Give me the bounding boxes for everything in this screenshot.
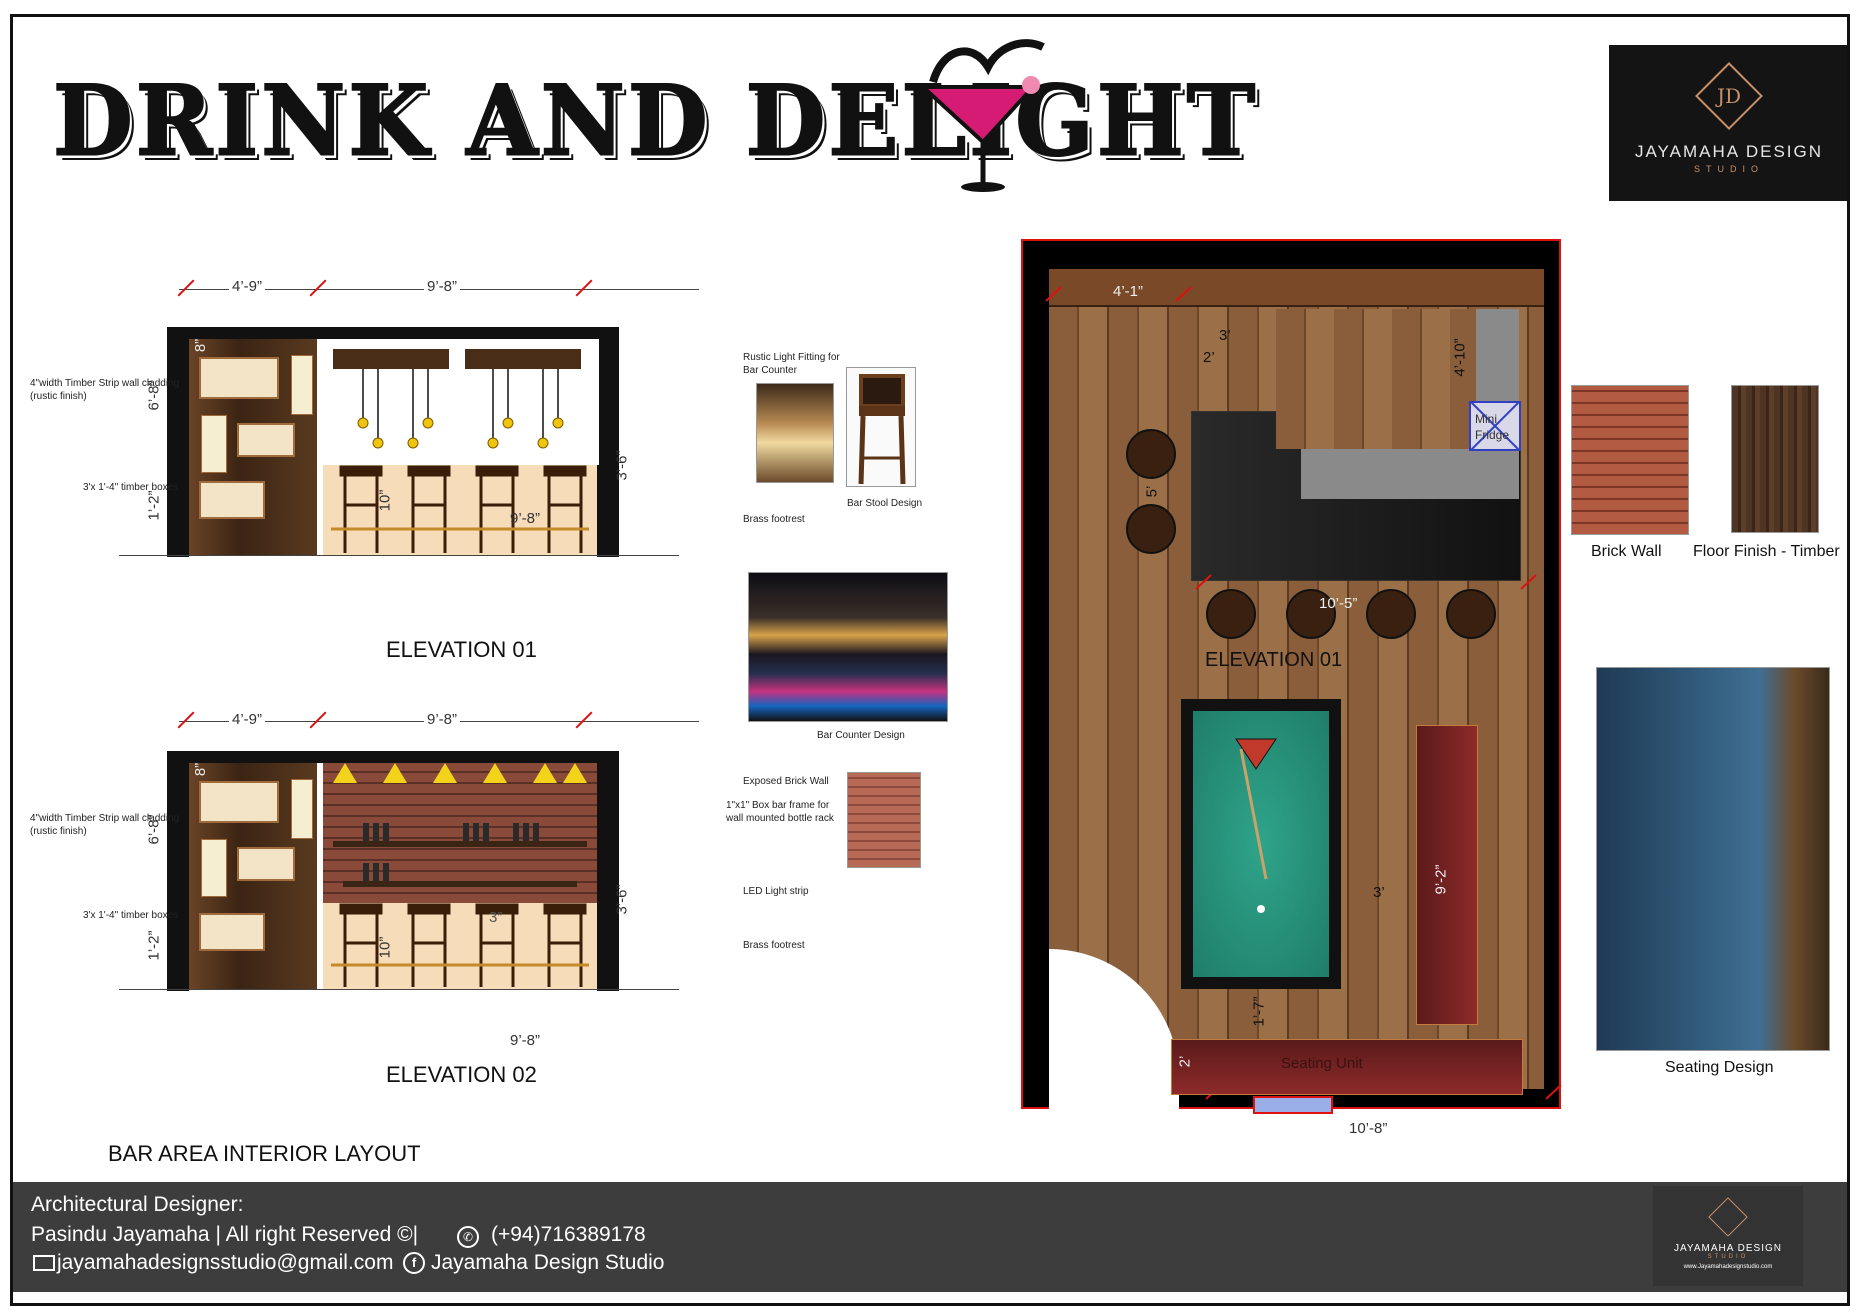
brick-wall-caption: Brick Wall [1591, 543, 1662, 560]
timber-swatch [1731, 385, 1819, 533]
footer-logo-sub: STUDIO [1707, 1253, 1749, 1260]
plan-dim-two: 2’ [1203, 349, 1215, 366]
bar-stools-icon [331, 465, 589, 553]
pool-balls-icon [1235, 738, 1277, 913]
brick-sample-photo [847, 772, 921, 868]
dim-top-left: 4’-9” [229, 711, 266, 728]
footer-logo-web: www.Jayamahadesignstudio.com [1683, 1263, 1773, 1270]
pendant-lights-icon [357, 369, 564, 449]
elev1-label-light: Rustic Light Fitting for Bar Counter [743, 352, 840, 376]
elev2-label-cladding: 4"width Timber Strip wall cladding (rust… [30, 813, 180, 837]
footer-designer-heading: Architectural Designer: [31, 1193, 244, 1216]
monogram-icon: JD [1695, 62, 1763, 130]
layout-caption: BAR AREA INTERIOR LAYOUT [108, 1141, 421, 1166]
dim-counter-height: 3’-6” [613, 884, 631, 915]
elevation-01-title: ELEVATION 01 [386, 637, 537, 662]
plan-dim-top: 4’-1” [1113, 283, 1144, 300]
elevation-01-drawing: 4’-9” 9’-8” [119, 257, 739, 557]
elev2-label-brick: Exposed Brick Wall [743, 776, 829, 787]
dim-top-left: 4’-9” [229, 278, 266, 295]
elev2-label-rack: 1"x1" Box bar frame for wall mounted bot… [726, 800, 834, 824]
elev2-dim-bottom: 9’-8” [510, 1032, 541, 1049]
brick-wall-swatch [1571, 385, 1689, 535]
elevation-02-drawing: 4’-9” 9’-8” 6’-8” [119, 681, 739, 991]
dim-top-trim: 8” [192, 338, 210, 353]
plan-dim-counter-depth: 4’-10” [1451, 338, 1469, 377]
plan-dim-table-bottom: 1’-7” [1250, 996, 1268, 1027]
plan-dim-stool-gap: 5’ [1143, 485, 1161, 498]
footer-email[interactable]: jayamahadesignsstudio@gmail.com [57, 1251, 394, 1274]
email-icon [33, 1255, 55, 1271]
bottom-seating [1171, 1039, 1523, 1095]
dim-footrest: 10” [376, 936, 394, 959]
plan-dim-bottom: 10’-8” [1349, 1120, 1388, 1137]
elev2-label-led: LED Light strip [743, 886, 809, 897]
rustic-light-photo [756, 383, 834, 483]
plan-dim-table-gap: 3’ [1373, 884, 1385, 901]
dim-top-right: 9’-8” [424, 711, 461, 728]
fridge-label: Mini Fridge [1475, 412, 1510, 442]
dim-base: 1’-2” [145, 930, 163, 961]
bar-counter-photo [748, 572, 948, 722]
drawing-sheet: DRINK AND DELIGHT JD JAYAMAHA DESIGN STU… [10, 14, 1850, 1306]
bar-counter-caption: Bar Counter Design [817, 730, 905, 741]
plan-dim-counter-len: 10’-5” [1319, 595, 1358, 612]
elev1-dim-bottom: 9’-8” [510, 510, 541, 527]
seating-photo [1596, 667, 1830, 1051]
page-title: DRINK AND DELIGHT [52, 63, 1259, 178]
bar-stools-icon [331, 903, 589, 987]
logo-sub: STUDIO [1693, 164, 1764, 174]
bar-stool-photo [846, 367, 916, 487]
elev2-label-footrest: Brass footrest [743, 940, 805, 951]
elev1-label-boxes: 3'x 1'-4" timber boxes [83, 482, 179, 493]
martini-glass-icon [917, 39, 1045, 192]
plan-dim-seat-depth: 2’ [1176, 1055, 1194, 1068]
footer-facebook[interactable]: Jayamaha Design Studio [431, 1251, 665, 1274]
mini-fridge [1469, 401, 1521, 451]
bar-stool-caption: Bar Stool Design [847, 498, 923, 509]
floor-finish-caption: Floor Finish - Timber [1693, 543, 1840, 560]
dim-top-trim: 8” [192, 762, 210, 777]
elev1-label-footrest: Brass footrest [743, 514, 805, 525]
dim-footrest: 10” [376, 489, 394, 512]
elev1-label-cladding: 4"width Timber Strip wall cladding (rust… [30, 378, 180, 402]
elevation-02-title: ELEVATION 02 [386, 1062, 537, 1087]
elev2-label-boxes: 3'x 1'-4" timber boxes [83, 910, 179, 921]
footer-phone[interactable]: (+94)716389178 [491, 1223, 646, 1246]
plan-elevation-label: ELEVATION 01 [1205, 649, 1343, 671]
dim-shelf: 3” [489, 909, 503, 926]
seating-unit-label: Seating Unit [1281, 1055, 1363, 1072]
logo-name: JAYAMAHA DESIGN [1634, 142, 1824, 161]
studio-logo: JD JAYAMAHA DESIGN STUDIO [1609, 45, 1847, 201]
floor-plan: Mini Fridge Seating Unit 4’-1” [1021, 239, 1571, 1119]
facebook-icon: f [403, 1252, 425, 1274]
plan-dim-side-seat: 9’-2” [1432, 864, 1450, 895]
side-seating [1416, 725, 1478, 1025]
dim-top-right: 9’-8” [424, 278, 461, 295]
dim-counter-height: 3’-6” [613, 450, 631, 481]
bottle-rack-icon [333, 763, 587, 887]
seating-caption: Seating Design [1665, 1059, 1774, 1076]
phone-icon: ✆ [457, 1226, 479, 1248]
footer: Architectural Designer: Pasindu Jayamaha… [13, 1182, 1847, 1292]
footer-logo: JAYAMAHA DESIGN STUDIO www.Jayamahadesig… [1653, 1186, 1803, 1286]
footer-logo-name: JAYAMAHA DESIGN [1674, 1242, 1782, 1254]
plan-stools-icon [1045, 286, 1562, 1100]
dim-base: 1’-2” [145, 490, 163, 521]
footer-copyright: Pasindu Jayamaha | All right Reserved ©| [31, 1223, 419, 1246]
plan-dim-three: 3’ [1219, 327, 1231, 344]
